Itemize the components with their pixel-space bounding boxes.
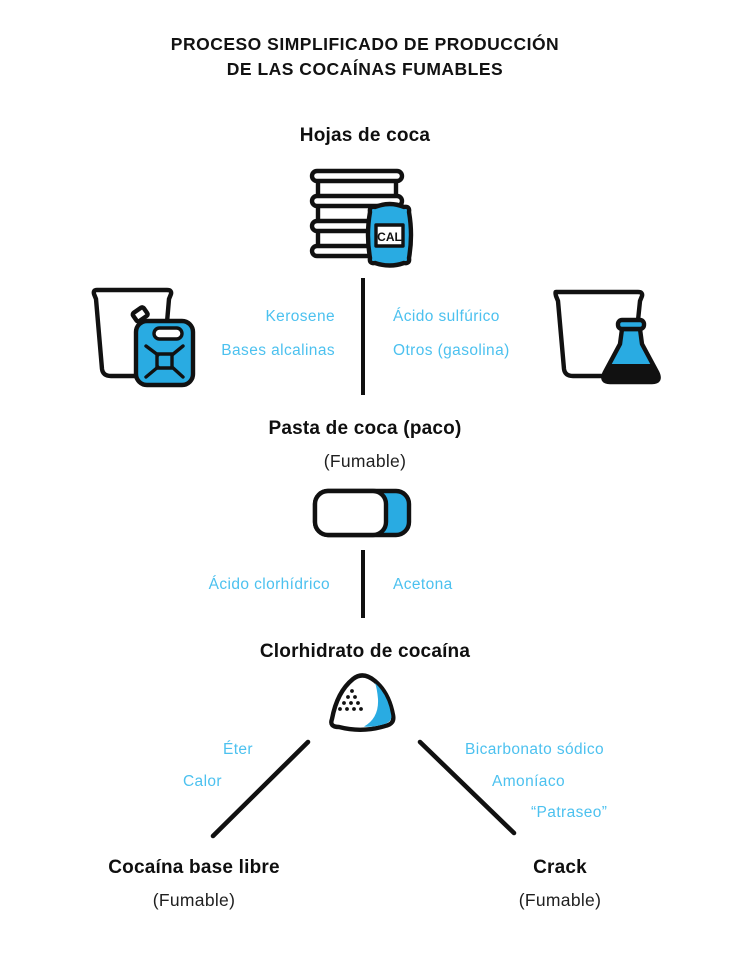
paste-bar-icon bbox=[312, 488, 412, 538]
reagent-acido-sulfurico: Ácido sulfúrico bbox=[393, 308, 500, 325]
powder-mound-icon bbox=[322, 670, 402, 734]
reagent-otros-gasolina: Otros (gasolina) bbox=[393, 342, 510, 359]
stage-hojas-title: Hojas de coca bbox=[299, 125, 431, 146]
reagent-amoniaco: Amoníaco bbox=[492, 773, 565, 790]
bucket-and-flask-icon bbox=[544, 284, 664, 389]
outcome-base-libre: Cocaína base libre (Fumable) bbox=[34, 856, 354, 912]
reagent-patraseo: “Patraseo” bbox=[531, 804, 608, 821]
page-title-line2: DE LAS COCAÍNAS FUMABLES bbox=[226, 59, 504, 79]
reagent-acido-clorhidrico: Ácido clorhídrico bbox=[208, 576, 330, 593]
reagent-calor: Calor bbox=[182, 773, 222, 790]
outcome-base-libre-title: Cocaína base libre bbox=[108, 857, 280, 878]
bucket-and-jerrycan-icon bbox=[88, 284, 198, 389]
drum-and-lime-bag-icon: CAL bbox=[298, 167, 416, 268]
bag-label: CAL bbox=[377, 230, 402, 244]
flow-line-1 bbox=[361, 278, 365, 395]
stage-clorhidrato-title: Clorhidrato de cocaína bbox=[259, 641, 471, 662]
branch-line-right bbox=[414, 736, 520, 838]
reagent-eter: Éter bbox=[222, 741, 253, 758]
flask-icon bbox=[601, 317, 661, 385]
outcome-base-libre-subtitle: (Fumable) bbox=[152, 890, 236, 910]
powder-dots bbox=[338, 689, 363, 711]
page-title-line1: PROCESO SIMPLIFICADO DE PRODUCCIÓN bbox=[170, 34, 560, 54]
reagent-bases-alcalinas: Bases alcalinas bbox=[221, 342, 335, 359]
page-title: PROCESO SIMPLIFICADO DE PRODUCCIÓN DE LA… bbox=[0, 32, 730, 82]
reagent-acetona: Acetona bbox=[393, 576, 453, 593]
flow-line-2 bbox=[361, 550, 365, 618]
stage-pasta-title: Pasta de coca (paco) bbox=[268, 418, 462, 439]
stage-pasta-subtitle: (Fumable) bbox=[323, 451, 407, 471]
outcome-crack-title: Crack bbox=[533, 857, 587, 878]
stage1-right-reagents: Ácido sulfúrico Otros (gasolina) bbox=[393, 300, 510, 368]
jerrycan-icon bbox=[130, 305, 196, 388]
branch-line-left bbox=[207, 736, 313, 840]
outcome-crack-subtitle: (Fumable) bbox=[518, 890, 602, 910]
reagent-bicarbonato-sodico: Bicarbonato sódico bbox=[465, 741, 605, 758]
outcome-crack: Crack (Fumable) bbox=[400, 856, 720, 912]
stage1-left-reagents: Kerosene Bases alcalinas bbox=[221, 300, 335, 368]
lime-bag-icon: CAL bbox=[365, 201, 414, 268]
reagent-kerosene: Kerosene bbox=[265, 308, 335, 325]
